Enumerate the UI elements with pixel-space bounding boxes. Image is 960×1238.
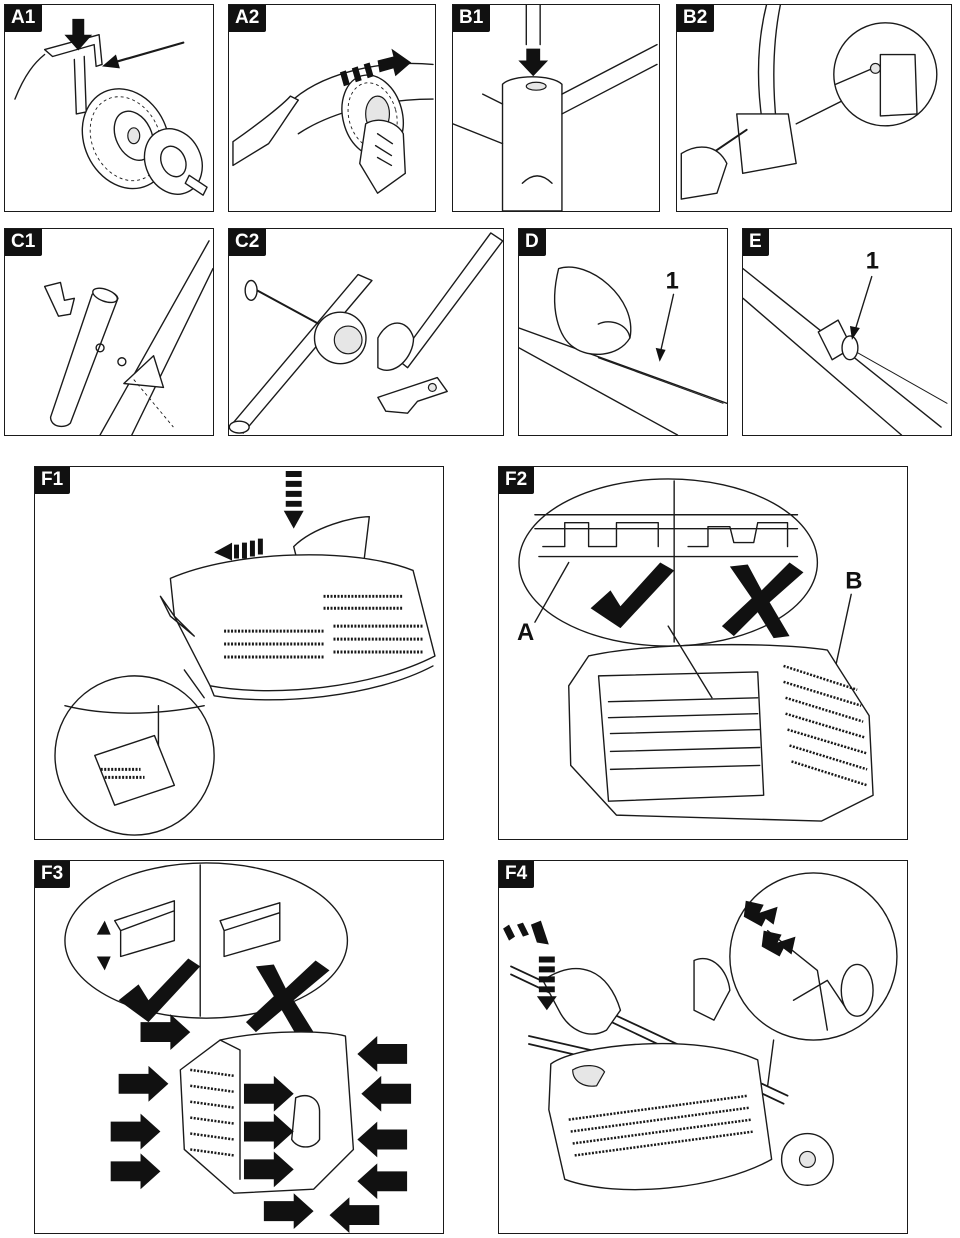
- panel-label-a2: A2: [229, 5, 267, 32]
- illustration-grass-box-press: [64, 862, 412, 1233]
- illustration-grass-box-mount: [503, 872, 898, 1191]
- illustration-wheel-push: [232, 48, 434, 194]
- panel-b2: B2: [676, 4, 952, 212]
- panel-label-f1: F1: [35, 467, 71, 494]
- panel-a2: A2: [228, 4, 436, 212]
- illustration-wheel-attach: [14, 18, 208, 196]
- panel-label-f4: F4: [499, 861, 535, 888]
- panel-label-c2: C2: [229, 229, 267, 256]
- panel-f4: F4: [498, 860, 908, 1234]
- callout-letter-a: A: [517, 619, 534, 646]
- illustration-handle-insert: [453, 5, 658, 211]
- panel-label-f2: F2: [499, 467, 535, 494]
- panel-d: D 1: [518, 228, 728, 436]
- panel-label-e: E: [743, 229, 769, 256]
- panel-a1: A1: [4, 4, 214, 212]
- illustration-cable-clip-d: 1: [519, 266, 727, 435]
- panel-b1: B1: [452, 4, 660, 212]
- panel-label-a1: A1: [5, 5, 43, 32]
- panel-label-d: D: [519, 229, 546, 256]
- illustration-tube-bolt: [43, 240, 213, 435]
- panel-f3: F3: [34, 860, 444, 1234]
- panel-label-f3: F3: [35, 861, 71, 888]
- illustration-grass-box-lid: [54, 470, 436, 836]
- panel-f1: F1: [34, 466, 444, 840]
- panel-e: E 1: [742, 228, 952, 436]
- callout-number-d: 1: [666, 267, 679, 294]
- illustration-knob-assembly: [229, 232, 503, 434]
- panel-label-c1: C1: [5, 229, 43, 256]
- panel-label-b2: B2: [677, 5, 715, 32]
- panel-f2: F2 A B: [498, 466, 908, 840]
- panel-c2: C2: [228, 228, 504, 436]
- illustration-handle-screw: [680, 5, 938, 200]
- illustration-cable-clip-e: 1: [743, 248, 948, 435]
- panel-label-b1: B1: [453, 5, 491, 32]
- illustration-grass-box-fit: A B: [517, 478, 874, 822]
- callout-number-e: 1: [866, 248, 879, 275]
- panel-c1: C1: [4, 228, 214, 436]
- callout-letter-b: B: [845, 567, 862, 594]
